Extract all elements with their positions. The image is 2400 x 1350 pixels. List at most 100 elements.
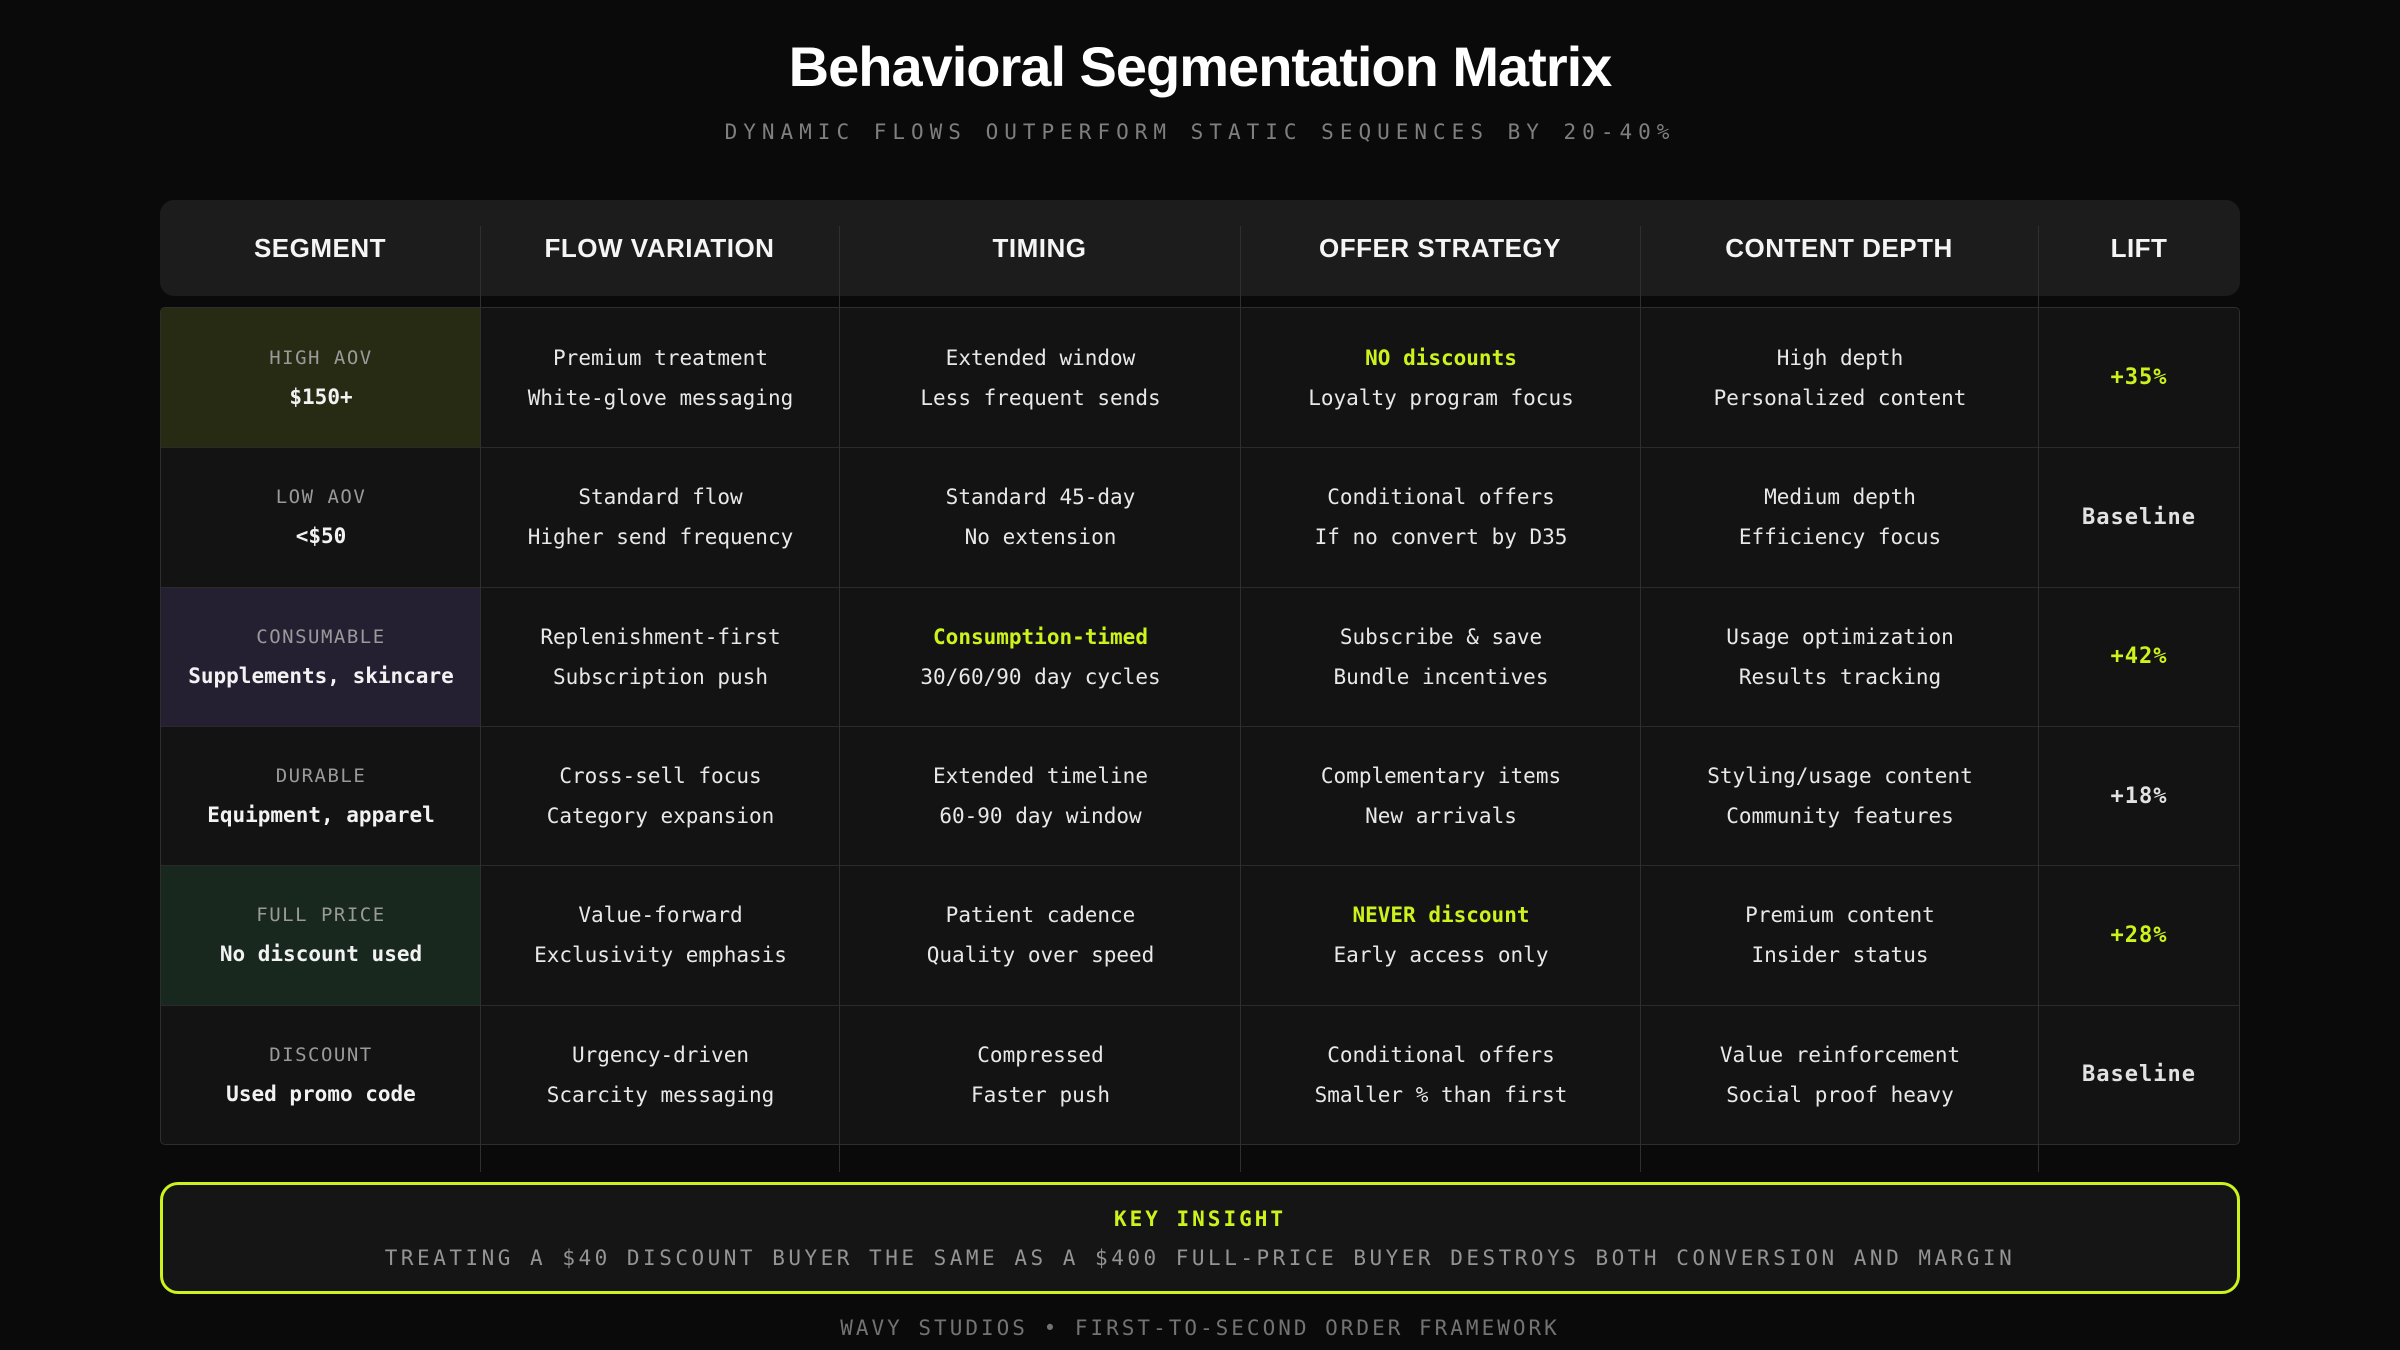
- table-row: CONSUMABLE Supplements, skincare Replenish…: [161, 586, 2239, 726]
- segment-detail: Equipment, apparel: [207, 803, 435, 828]
- column-header-offer-strategy: OFFER STRATEGY: [1319, 232, 1561, 263]
- cell-line: Value reinforcement: [1719, 1042, 1961, 1067]
- lift-cell: Baseline: [2039, 1006, 2239, 1144]
- lift-cell: +35%: [2039, 308, 2239, 447]
- cell-line: Consumption-timed: [933, 624, 1148, 649]
- segment-detail: Supplements, skincare: [188, 663, 454, 688]
- timing-cell: Extended timeline 60-90 day window: [840, 727, 1241, 865]
- cell-line: Extended window: [945, 345, 1136, 370]
- cell-line: Conditional offers: [1327, 1042, 1555, 1067]
- cell-line: 30/60/90 day cycles: [920, 664, 1161, 689]
- cell-line: NO discounts: [1365, 345, 1517, 370]
- cell-line: Compressed: [977, 1042, 1104, 1067]
- key-insight-text: TREATING A $40 DISCOUNT BUYER THE SAME A…: [384, 1245, 2016, 1270]
- lift-cell: +18%: [2039, 727, 2239, 865]
- timing-cell: Consumption-timed 30/60/90 day cycles: [840, 588, 1241, 726]
- lift-cell: +42%: [2039, 588, 2239, 726]
- key-insight-label: KEY INSIGHT: [1113, 1206, 1287, 1231]
- key-insight-box: KEY INSIGHT TREATING A $40 DISCOUNT BUYE…: [160, 1182, 2240, 1294]
- cell-line: Insider status: [1751, 943, 1929, 968]
- cell-line: Urgency-driven: [571, 1042, 749, 1067]
- column-header-content-depth: CONTENT DEPTH: [1725, 232, 1953, 263]
- cell-line: Exclusivity emphasis: [534, 943, 787, 968]
- segment-cell: CONSUMABLE Supplements, skincare: [161, 587, 481, 726]
- page-subtitle: DYNAMIC FLOWS OUTPERFORM STATIC SEQUENCE…: [724, 120, 1676, 144]
- cell-line: NEVER discount: [1352, 903, 1530, 928]
- segment-label: HIGH AOV: [269, 346, 373, 369]
- lift-value: +35%: [2110, 365, 2168, 391]
- column-header-timing: TIMING: [992, 232, 1087, 263]
- lift-cell: +28%: [2039, 866, 2239, 1004]
- cell-line: Category expansion: [546, 804, 775, 829]
- cell-line: New arrivals: [1365, 804, 1517, 829]
- cell-line: Community features: [1726, 804, 1954, 829]
- cell-line: Premium treatment: [553, 345, 768, 370]
- cell-line: Patient cadence: [945, 903, 1136, 928]
- cell-line: Loyalty program focus: [1308, 385, 1574, 410]
- segment-cell: DISCOUNT Used promo code: [161, 1006, 481, 1144]
- cell-line: Conditional offers: [1327, 485, 1555, 510]
- column-divider: [2038, 226, 2039, 1172]
- cell-line: Styling/usage content: [1707, 764, 1973, 789]
- lift-value: Baseline: [2082, 1062, 2196, 1088]
- page-title: Behavioral Segmentation Matrix: [788, 35, 1613, 98]
- cell-line: Standard 45-day: [945, 485, 1136, 510]
- column-divider: [480, 226, 481, 1172]
- lift-value: +28%: [2110, 922, 2168, 948]
- cell-line: Scarcity messaging: [546, 1082, 775, 1107]
- cell-line: Standard flow: [578, 485, 743, 510]
- cell-line: Higher send frequency: [527, 525, 794, 550]
- cell-line: Less frequent sends: [920, 385, 1161, 410]
- segment-detail: Used promo code: [226, 1081, 416, 1106]
- column-divider: [1640, 226, 1641, 1172]
- cell-line: Medium depth: [1764, 485, 1916, 510]
- lift-value: +42%: [2110, 644, 2168, 670]
- column-header-flow-variation: FLOW VARIATION: [544, 232, 775, 263]
- table-header-row: SEGMENT FLOW VARIATION TIMING OFFER STRA…: [160, 200, 2240, 296]
- column-divider: [1240, 226, 1241, 1172]
- cell-line: Complementary items: [1320, 764, 1562, 789]
- column-divider: [839, 226, 840, 1172]
- segment-label: FULL PRICE: [256, 904, 386, 927]
- cell-line: No extension: [964, 525, 1117, 550]
- cell-line: 60-90 day window: [939, 804, 1142, 829]
- cell-line: Early access only: [1333, 943, 1549, 968]
- cell-line: High depth: [1776, 345, 1904, 370]
- segment-cell: LOW AOV<$50: [161, 448, 481, 586]
- lift-value: Baseline: [2082, 504, 2196, 530]
- cell-line: Results tracking: [1738, 664, 1942, 689]
- segment-detail: <$50: [295, 524, 347, 549]
- segment-label: DISCOUNT: [269, 1043, 373, 1066]
- lift-cell: Baseline: [2039, 448, 2239, 586]
- segment-label: CONSUMABLE: [256, 625, 386, 648]
- cell-line: Extended timeline: [933, 764, 1148, 789]
- cell-line: Quality over speed: [926, 943, 1155, 968]
- timing-cell: Standard 45-day No extension: [840, 448, 1241, 586]
- cell-line: White-glove messaging: [527, 385, 794, 410]
- cell-line: Replenishment-first: [540, 624, 781, 649]
